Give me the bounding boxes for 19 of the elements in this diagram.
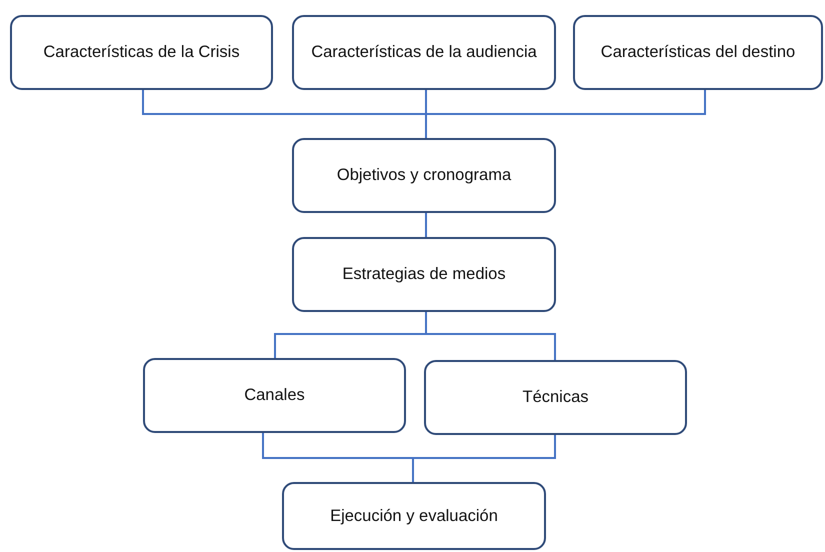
- process-box: [282, 482, 546, 550]
- process-box: [292, 138, 556, 213]
- box-label: Objetivos y cronograma: [336, 165, 512, 186]
- process-box: [292, 237, 556, 312]
- process-box: [573, 15, 823, 90]
- box-label: Características de la audiencia: [311, 42, 537, 63]
- process-box: [10, 15, 273, 90]
- connector-line: [425, 90, 706, 138]
- box-label: Técnicas: [522, 387, 589, 408]
- box-label: Estrategias de medios: [342, 264, 506, 285]
- box-label: Ejecución y evaluación: [330, 506, 498, 526]
- connector-line: [412, 435, 556, 482]
- box-label: Características del destino: [600, 42, 796, 63]
- connector-line: [425, 213, 427, 237]
- box-label: Características de la Crisis: [43, 42, 240, 63]
- process-box: [143, 358, 406, 433]
- box-label: Canales: [244, 385, 305, 406]
- process-box: [292, 15, 556, 90]
- process-box: [424, 360, 687, 435]
